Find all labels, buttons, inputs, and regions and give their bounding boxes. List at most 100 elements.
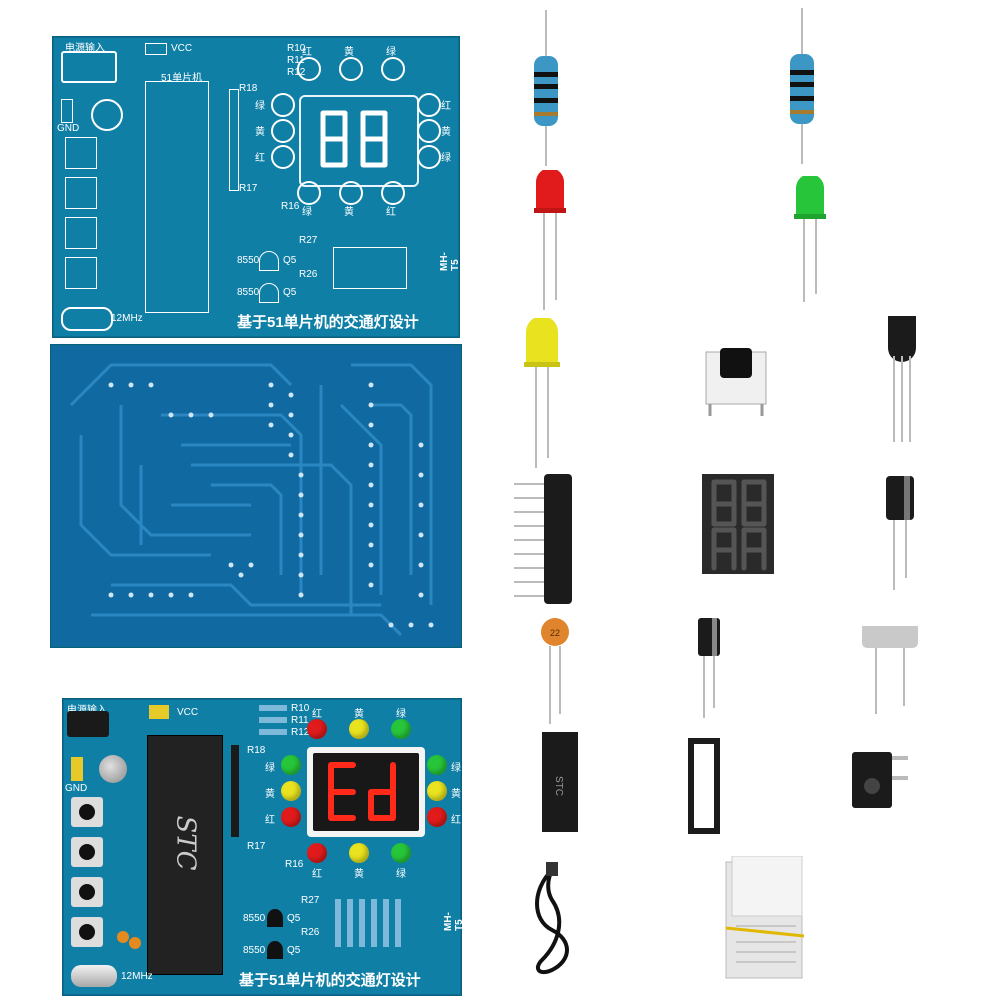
light-color-label: 黄 (354, 709, 364, 720)
traffic-led (281, 807, 301, 827)
button-footprint (65, 177, 97, 209)
led-footprint (297, 57, 321, 81)
led-footprint (271, 119, 295, 143)
light-color-label: 红 (255, 153, 265, 164)
resistor-label: R10 (291, 703, 310, 714)
light-color-label: 黄 (344, 207, 354, 218)
transistor-label: Q5 (283, 255, 297, 266)
resistor-label: R12 (287, 67, 306, 78)
light-color-label: 绿 (255, 101, 265, 112)
resistor (259, 705, 287, 711)
vcc-header (149, 705, 169, 719)
manual-booklet-part (725, 856, 805, 979)
light-color-label: 绿 (302, 207, 312, 218)
light-color-label: 绿 (451, 763, 461, 774)
traffic-led (427, 807, 447, 827)
led-footprint (271, 145, 295, 169)
transistor (267, 909, 283, 927)
crystal-footprint (61, 307, 113, 331)
led-footprint (417, 93, 441, 117)
usb-cable-part (535, 862, 569, 975)
light-color-label: 黄 (265, 789, 275, 800)
light-color-label: 红 (265, 815, 275, 826)
light-color-label: 绿 (265, 763, 275, 774)
electrolytic-capacitor (99, 755, 127, 783)
resistor-label: R17 (239, 183, 258, 194)
display-footprint-digits (320, 110, 388, 168)
transistor-footprint (259, 283, 279, 303)
resistor-network (231, 745, 239, 837)
crystal-label: 12MHz (111, 313, 143, 324)
traffic-led (391, 843, 411, 863)
electrolytic-cap-footprint (91, 99, 123, 131)
mcu-label: 51单片机 (161, 73, 203, 84)
led-footprint (271, 93, 295, 117)
light-color-label: 黄 (354, 869, 364, 880)
electrolytic-capacitor-part (886, 476, 914, 590)
light-color-label: 红 (451, 815, 461, 826)
display-digits (328, 762, 396, 821)
resistor-label: R27 (301, 895, 320, 906)
resistor-part (534, 10, 558, 166)
resistor-part (790, 8, 814, 164)
ic-socket-part (688, 738, 720, 834)
resistor-label: R27 (299, 235, 318, 246)
tactile-button (71, 917, 103, 947)
red-led-part (534, 170, 566, 310)
dc-jack-part (852, 752, 908, 808)
resistor-row (335, 899, 405, 947)
light-color-label: 绿 (386, 47, 396, 58)
transistor-label: 8550 (237, 255, 260, 266)
button-footprint (65, 137, 97, 169)
transistor-label: Q5 (283, 287, 297, 298)
resistor-label: R11 (291, 715, 309, 726)
seven-segment-display (307, 747, 425, 837)
small-capacitor-part (698, 618, 720, 718)
ceramic-cap-value: 22 (550, 628, 560, 638)
board-title: 基于51单片机的交通灯设计 (239, 972, 421, 989)
traffic-led (281, 755, 301, 775)
ic-brand-text: STC (553, 776, 564, 796)
light-color-label: 黄 (255, 127, 265, 138)
led-footprint (381, 181, 405, 205)
led-footprint (339, 57, 363, 81)
transistor-label: 8550 (243, 913, 266, 924)
transistor-label: Q5 (287, 913, 301, 924)
light-color-label: 红 (441, 101, 451, 112)
tactile-button (71, 877, 103, 907)
resistor-label: R16 (285, 859, 304, 870)
traffic-led (427, 755, 447, 775)
gnd-header-footprint (61, 99, 73, 123)
tactile-switch-part (705, 348, 767, 416)
crystal-oscillator-part (862, 626, 918, 714)
gnd-label: GND (65, 783, 88, 794)
led-footprint (339, 181, 363, 205)
ceramic-capacitor-part: 22 (541, 618, 569, 724)
gnd-header (71, 757, 83, 781)
transistor-part (888, 316, 916, 442)
tactile-button (71, 837, 103, 867)
ceramic-capacitor (117, 931, 129, 943)
dc-jack-footprint (61, 51, 117, 83)
resistor-label: R17 (247, 841, 266, 852)
light-color-label: 黄 (451, 789, 461, 800)
light-color-label: 黄 (344, 47, 354, 58)
light-color-label: 绿 (441, 153, 451, 164)
board-model: MH-T5 (439, 252, 461, 271)
light-color-label: 黄 (441, 127, 451, 138)
ceramic-capacitor (129, 937, 141, 949)
traffic-led (391, 719, 411, 739)
mcu-brand-text: STC (170, 815, 201, 871)
transistor-label: Q5 (287, 945, 301, 956)
dc-jack (67, 711, 109, 737)
led-footprint (297, 181, 321, 205)
led-footprint (417, 145, 441, 169)
resistor-network-part (514, 474, 572, 604)
resistor (259, 717, 287, 723)
transistor-label: 8550 (243, 945, 266, 956)
traffic-led (427, 781, 447, 801)
gnd-label: GND (57, 123, 80, 134)
resistor-network-footprint (229, 89, 239, 191)
pcb-assembled: 电源输入 VCC GND STC R10 R11 R12 R18 R17 R16… (62, 698, 465, 996)
mcu-footprint (145, 81, 209, 313)
